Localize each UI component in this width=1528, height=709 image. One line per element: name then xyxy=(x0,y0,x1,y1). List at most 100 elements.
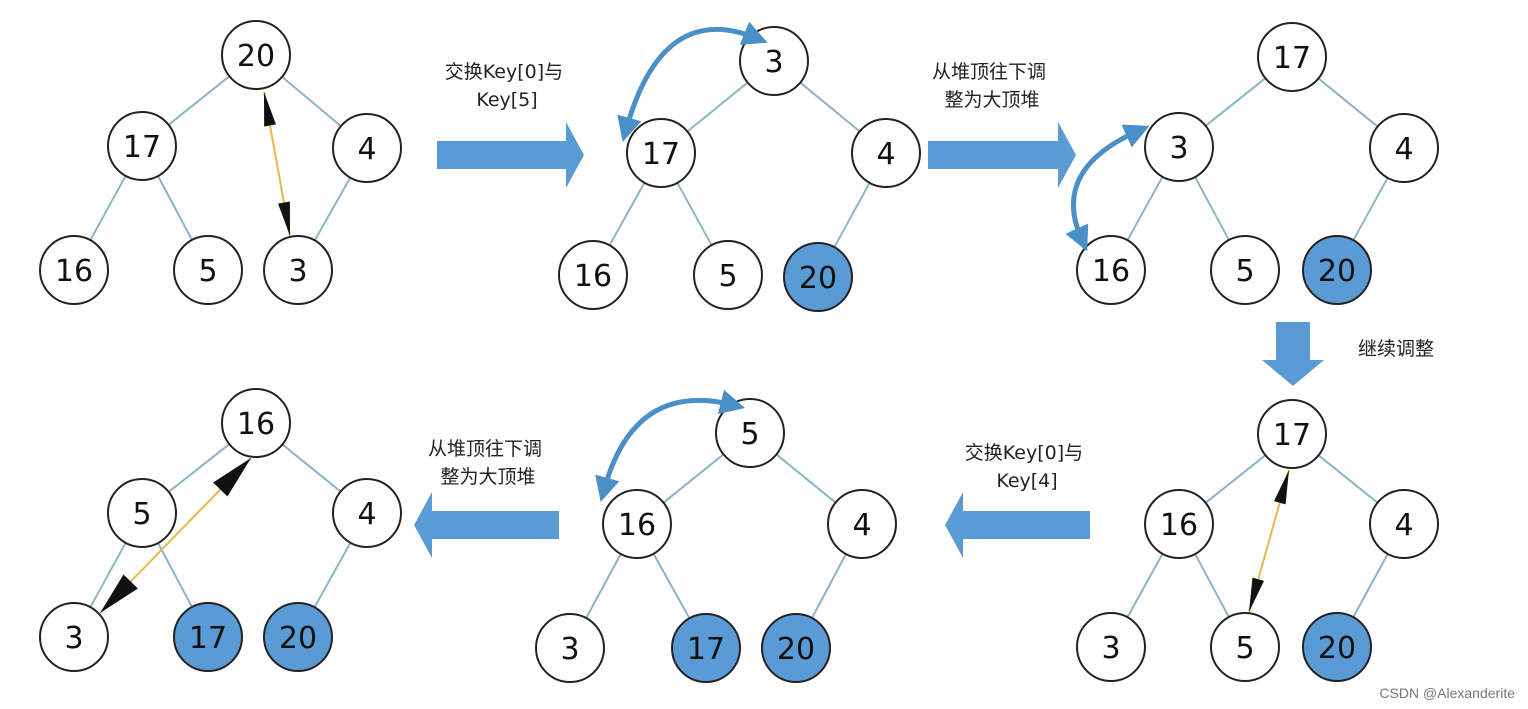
heap-node-circle xyxy=(332,113,402,183)
tree-2-edge-3 xyxy=(676,182,713,246)
heap-node-circle xyxy=(173,235,243,305)
heap-node-circle xyxy=(827,489,897,559)
heap-node-circle xyxy=(558,240,628,310)
curve-arrow-5-to-16 xyxy=(595,389,746,503)
step-label-adjust-2: 从堆顶往下调 整为大顶堆 xyxy=(428,438,548,488)
node-value: 17 xyxy=(123,130,161,165)
tree-5-node-0: 5 xyxy=(715,398,785,468)
tree-5-node-2: 4 xyxy=(827,489,897,559)
tree-5-edge-4 xyxy=(811,553,847,619)
node-value: 20 xyxy=(237,39,275,74)
sorted-node-circle xyxy=(761,613,831,683)
heap-node-circle xyxy=(263,235,333,305)
tree-2-edge-2 xyxy=(608,182,646,246)
tree-1-edge-4 xyxy=(313,177,352,241)
tree-3-node-3: 16 xyxy=(1076,235,1146,305)
node-value: 16 xyxy=(237,407,275,442)
tree-3-edge-4 xyxy=(1352,177,1389,241)
swap-arrowhead xyxy=(1249,577,1264,612)
swap-arrowhead xyxy=(213,458,251,497)
tree-2-edge-1 xyxy=(799,81,861,133)
tree-4-node-2: 4 xyxy=(1369,489,1439,559)
tree-1-node-4: 5 xyxy=(173,235,243,305)
tree-5-node-3: 3 xyxy=(535,613,605,683)
curve-arrow-3-to-17 xyxy=(617,21,768,143)
heap-node-circle xyxy=(221,388,291,458)
tree-3-node-2: 4 xyxy=(1369,113,1439,183)
tree-4-edge-2 xyxy=(1126,553,1164,618)
sorted-node-circle xyxy=(263,602,333,672)
heap-node-circle xyxy=(693,240,763,310)
tree-1-node-3: 16 xyxy=(39,235,109,305)
tree-3-edge-0 xyxy=(1204,77,1267,127)
node-value: 17 xyxy=(687,632,725,667)
sorted-node-circle xyxy=(783,242,853,312)
node-value: 16 xyxy=(574,259,612,294)
tree-5-edge-3 xyxy=(652,553,691,619)
tree-5-edge-0 xyxy=(662,453,725,504)
node-value: 3 xyxy=(560,632,579,667)
tree-2-node-3: 16 xyxy=(558,240,628,310)
node-value: 4 xyxy=(357,132,376,167)
tree-1-edge-1 xyxy=(281,76,342,127)
heap-node-circle xyxy=(107,478,177,548)
node-value: 3 xyxy=(764,45,783,80)
tree-1-node-5: 3 xyxy=(263,235,333,305)
heap-node-circle xyxy=(1144,489,1214,559)
heap-node-circle xyxy=(1076,612,1146,682)
heap-node-circle xyxy=(1257,22,1327,92)
swap-arrowhead xyxy=(264,92,276,127)
heap-node-circle xyxy=(39,602,109,672)
block-arrow-left-2 xyxy=(414,492,559,558)
node-value: 4 xyxy=(1394,132,1413,167)
tree-6-node-0: 16 xyxy=(221,388,291,458)
block-arrow-down xyxy=(1262,322,1324,386)
tree-6-edge-2 xyxy=(89,542,127,608)
block-arrow-right-2 xyxy=(928,122,1076,188)
tree-4-edge-3 xyxy=(1194,553,1230,618)
tree-1-node-0: 20 xyxy=(221,20,291,90)
tree-2-edge-0 xyxy=(686,81,749,133)
tree-1-edge-0 xyxy=(167,75,231,126)
tree-3-node-1: 3 xyxy=(1144,112,1214,182)
swap-arrowhead xyxy=(1274,470,1289,505)
tree-4-edge-4 xyxy=(1352,553,1389,618)
node-value: 16 xyxy=(1160,508,1198,543)
tree-5-edge-2 xyxy=(585,553,622,619)
node-value: 3 xyxy=(1101,631,1120,666)
node-value: 17 xyxy=(1273,41,1311,76)
swap-arrowhead xyxy=(100,574,138,613)
tree-4-edge-0 xyxy=(1204,454,1267,504)
node-value: 5 xyxy=(1235,631,1254,666)
heap-node-circle xyxy=(535,613,605,683)
tree-4-node-0: 17 xyxy=(1257,399,1327,469)
tree-6-edge-1 xyxy=(281,443,342,493)
node-value: 5 xyxy=(718,259,737,294)
node-value: 4 xyxy=(1394,508,1413,543)
heap-node-circle xyxy=(332,478,402,548)
tree-1-node-1: 17 xyxy=(107,111,177,181)
node-value: 5 xyxy=(740,417,759,452)
tree-2-node-2: 4 xyxy=(851,118,921,188)
heap-tree-step-5: 5 16 4 3 17 20 xyxy=(535,398,897,683)
node-value: 17 xyxy=(642,137,680,172)
step-label-adjust-1: 从堆顶往下调 整为大顶堆 xyxy=(932,61,1052,111)
tree-4-node-4: 5 xyxy=(1210,612,1280,682)
tree-1-node-2: 4 xyxy=(332,113,402,183)
node-value: 5 xyxy=(198,254,217,289)
heap-node-circle xyxy=(1369,113,1439,183)
node-value: 20 xyxy=(777,632,815,667)
curve-arrow-3-to-16 xyxy=(1065,124,1150,252)
node-value: 4 xyxy=(876,137,895,172)
node-value: 3 xyxy=(288,254,307,289)
tree-3-edge-1 xyxy=(1317,77,1379,128)
node-value: 16 xyxy=(618,508,656,543)
tree-6-edge-4 xyxy=(313,542,352,608)
tree-5-node-5: 20 xyxy=(761,613,831,683)
tree-1-edge-2 xyxy=(89,175,127,241)
node-value: 3 xyxy=(1169,131,1188,166)
swap-arrowhead xyxy=(278,201,290,236)
node-value: 20 xyxy=(1318,631,1356,666)
